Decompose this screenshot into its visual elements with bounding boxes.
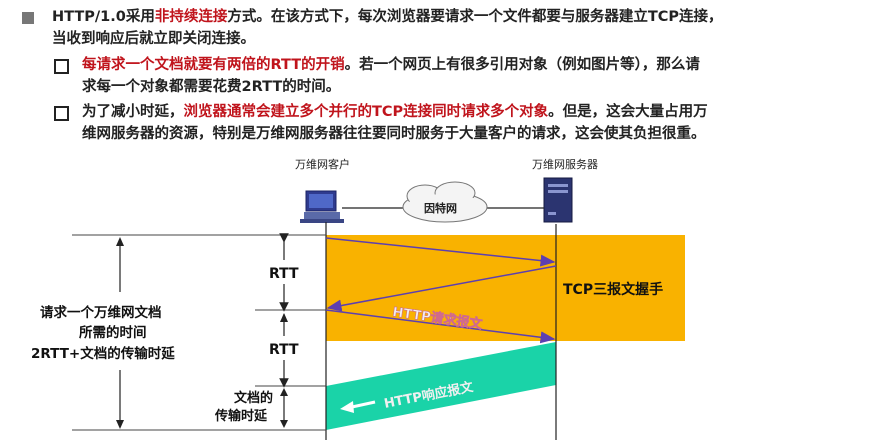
sub2-line1: 为了减小时延，浏览器通常会建立多个并行的TCP连接同时请求多个对象。但是，这会大… bbox=[82, 101, 708, 123]
syn-arrow bbox=[325, 237, 556, 267]
server-label: 万维网服务器 bbox=[532, 158, 598, 171]
request-arrow bbox=[325, 309, 556, 344]
transfer-label-line1: 文档的 bbox=[234, 390, 273, 406]
text: 。但是，这会大量占用万 bbox=[548, 104, 708, 120]
response-band bbox=[326, 342, 556, 430]
total-label-line2: 所需的时间 bbox=[79, 324, 147, 341]
synack-arrow bbox=[326, 265, 557, 312]
tcp-handshake-label: TCP三报文握手 bbox=[563, 281, 663, 298]
total-time-bracket bbox=[116, 237, 124, 429]
rtt1-label: RTT bbox=[269, 266, 299, 282]
highlight-text: 浏览器通常会建立多个并行的TCP连接同时请求多个对象 bbox=[183, 104, 549, 120]
checkbox-square-icon bbox=[54, 106, 69, 121]
checkbox-square-icon bbox=[54, 59, 69, 74]
bullet-square-icon bbox=[22, 12, 34, 24]
handshake-band bbox=[326, 235, 685, 341]
text: 方式。在该方式下，每次浏览器要请求一个文件都要与服务器建立TCP连接， bbox=[227, 9, 723, 25]
sub1-line2: 求每一个对象都需要花费2RTT的时间。 bbox=[82, 79, 341, 95]
text: HTTP/1.0采用 bbox=[52, 9, 155, 25]
server-computer-icon bbox=[543, 177, 573, 223]
highlight-text: 每请求一个文档就要有两倍的RTT的开销 bbox=[82, 57, 345, 73]
rtt2-label: RTT bbox=[269, 342, 299, 358]
sub1-line1: 每请求一个文档就要有两倍的RTT的开销。若一个网页上有很多引用对象（例如图片等）… bbox=[82, 54, 700, 76]
total-label-line1: 请求一个万维网文档 bbox=[40, 304, 162, 321]
internet-label: 因特网 bbox=[424, 201, 457, 215]
text: 为了减小时延， bbox=[82, 104, 184, 120]
sub2-line2: 维网服务器的资源，特别是万维网服务器往往要同时服务于大量客户的请求，这会使其负担… bbox=[82, 126, 706, 142]
bullet1-line1: HTTP/1.0采用非持续连接方式。在该方式下，每次浏览器要请求一个文件都要与服… bbox=[52, 6, 723, 28]
highlight-text: 非持续连接 bbox=[154, 9, 228, 25]
text: 。若一个网页上有很多引用对象（例如图片等），那么请 bbox=[344, 57, 700, 73]
total-label-line3: 2RTT+文档的传输时延 bbox=[31, 345, 175, 362]
client-label: 万维网客户 bbox=[295, 157, 350, 171]
transfer-bracket bbox=[280, 388, 288, 428]
response-direction-arrow-icon bbox=[340, 400, 376, 413]
rtt2-bracket bbox=[279, 313, 289, 388]
transfer-label-line2: 传输时延 bbox=[214, 408, 268, 424]
bullet1-line2: 当收到响应后就立即关闭连接。 bbox=[52, 31, 255, 47]
client-computer-icon bbox=[300, 190, 344, 223]
internet-cloud-icon bbox=[402, 181, 488, 223]
